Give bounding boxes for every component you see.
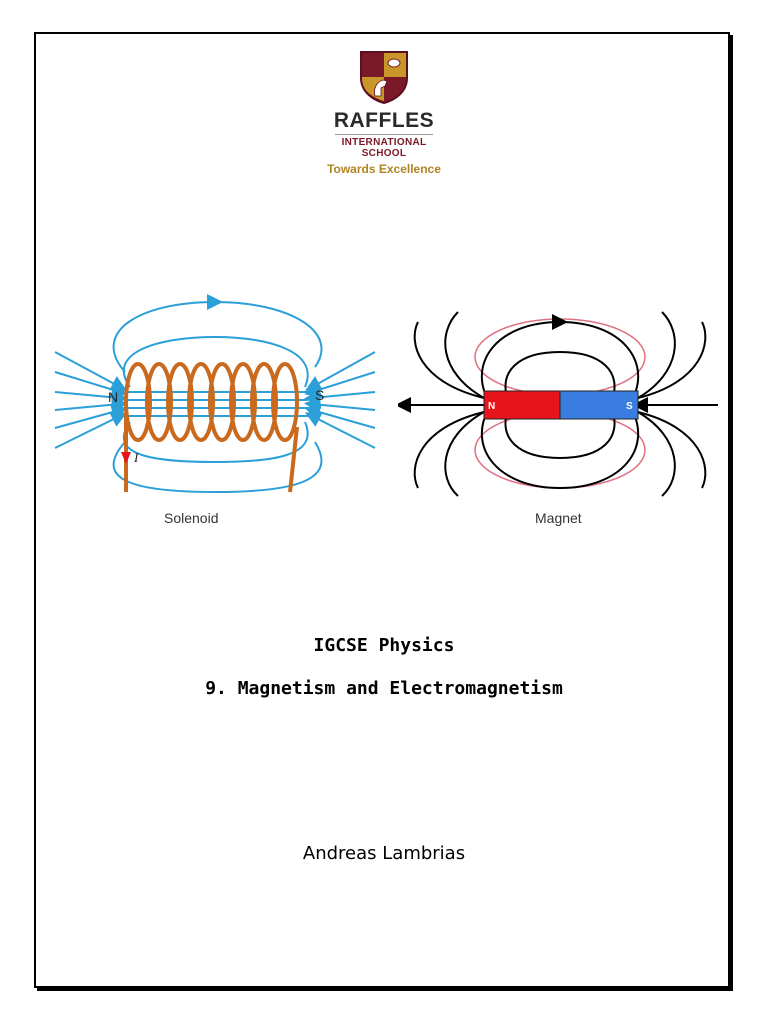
solenoid-north-label: N (108, 389, 118, 405)
document-subject: IGCSE Physics (313, 635, 455, 656)
logo-divider (335, 134, 433, 135)
magnet-field-lines (398, 311, 718, 497)
magnet-south-label: S (626, 401, 633, 412)
solenoid-caption: Solenoid (164, 510, 219, 526)
solenoid-diagram: N S I (54, 294, 376, 494)
page-frame (34, 32, 730, 988)
solenoid-coil (124, 362, 299, 493)
magnet-south-pole (559, 390, 639, 420)
magnet-north-pole (483, 390, 561, 420)
solenoid-field-lines (54, 294, 376, 494)
school-crest-icon (360, 51, 408, 104)
document-chapter-title: 9. Magnetism and Electromagnetism (205, 678, 563, 699)
school-line-international: INTERNATIONAL (341, 137, 427, 148)
magnet-north-label: N (488, 401, 495, 412)
current-label: I (133, 450, 139, 465)
document-author: Andreas Lambrias (302, 843, 466, 864)
solenoid-south-label: S (315, 387, 324, 403)
school-motto: Towards Excellence (327, 162, 441, 176)
current-arrow-icon (121, 452, 131, 464)
magnet-diagram: N S (398, 311, 718, 497)
magnet-caption: Magnet (535, 510, 582, 526)
school-name: RAFFLES (333, 109, 435, 132)
school-logo: RAFFLES INTERNATIONAL SCHOOL Towards Exc… (0, 50, 768, 176)
school-line-school: SCHOOL (361, 148, 407, 159)
